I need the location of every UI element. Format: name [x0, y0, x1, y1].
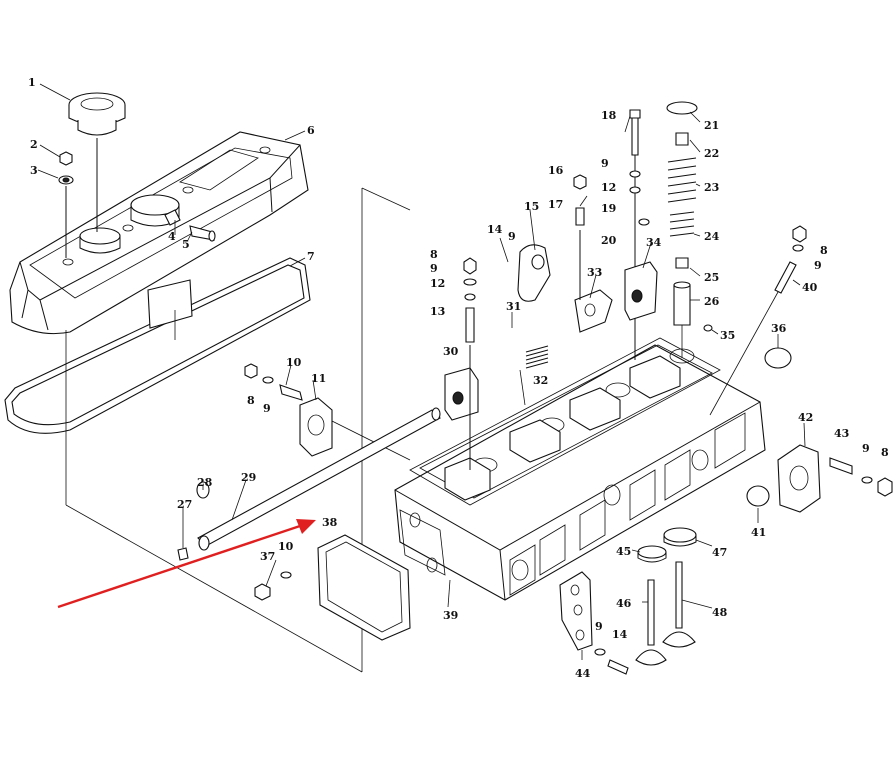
- cover-gasket: [4, 257, 311, 434]
- callout-8: 8: [247, 394, 255, 407]
- callout-14: 14: [487, 223, 503, 236]
- valve-train: [624, 101, 698, 360]
- callout-42: 42: [798, 411, 813, 424]
- lifting-bracket: [559, 571, 629, 675]
- callout-3: 3: [30, 164, 38, 177]
- callout-4: 4: [168, 230, 176, 243]
- callout-9: 9: [263, 402, 271, 415]
- callout-8b: 8: [430, 248, 438, 261]
- callout-47: 47: [712, 546, 727, 559]
- callout-37: 37: [260, 550, 275, 563]
- callout-30: 30: [443, 345, 459, 358]
- callout-10: 10: [286, 356, 302, 369]
- rocker-arm: [517, 174, 613, 333]
- callout-23: 23: [704, 181, 719, 194]
- callout-35: 35: [720, 329, 735, 342]
- manifold-gasket-right: [777, 444, 893, 513]
- callout-26: 26: [704, 295, 720, 308]
- rocker-stud: [444, 257, 479, 470]
- callout-22: 22: [704, 147, 719, 160]
- callout-19: 19: [601, 202, 616, 215]
- end-plate-gasket: [317, 534, 411, 641]
- callout-5: 5: [182, 238, 190, 251]
- rocker-shaft: [177, 407, 441, 561]
- callout-32: 32: [533, 374, 548, 387]
- callout-16: 16: [548, 164, 564, 177]
- exhaust-stud: [709, 225, 807, 416]
- callout-8c: 8: [820, 244, 828, 257]
- callout-12: 12: [430, 277, 445, 290]
- valves: [635, 527, 697, 666]
- callout-45: 45: [616, 545, 631, 558]
- callout-39: 39: [443, 609, 458, 622]
- callout-9d: 9: [601, 157, 609, 170]
- callout-29: 29: [241, 471, 256, 484]
- callout-24: 24: [704, 230, 720, 243]
- callout-38: 38: [322, 516, 338, 529]
- callout-43: 43: [834, 427, 849, 440]
- callout-labels: 1 2 3 4 5 6 7 8 9 10 11 12 13 14 15 16 1…: [28, 76, 889, 680]
- rocker-spring: [525, 345, 549, 369]
- callout-12b: 12: [601, 181, 616, 194]
- callout-33: 33: [587, 266, 602, 279]
- callout-6: 6: [307, 124, 315, 137]
- leader-lines: [37, 83, 806, 660]
- callout-46: 46: [616, 597, 632, 610]
- callout-48: 48: [712, 606, 728, 619]
- core-plug: [764, 347, 792, 369]
- callout-2: 2: [30, 138, 38, 151]
- pointer-arrow: [57, 519, 316, 609]
- valve-cover: [9, 131, 309, 335]
- callout-15: 15: [524, 200, 539, 213]
- callout-9g: 9: [595, 620, 603, 633]
- manifold-stud-left: [244, 363, 333, 457]
- callout-41: 41: [751, 526, 766, 539]
- callout-25: 25: [704, 271, 719, 284]
- callout-44: 44: [575, 667, 591, 680]
- filler-cap: [68, 92, 126, 232]
- breather-pipe: [164, 209, 216, 242]
- callout-31: 31: [506, 300, 521, 313]
- cover-nut: [58, 151, 74, 258]
- callout-28: 28: [197, 476, 213, 489]
- cover-bracket: [147, 279, 193, 329]
- callout-34: 34: [646, 236, 662, 249]
- callout-10b: 10: [278, 540, 294, 553]
- callout-18: 18: [601, 109, 617, 122]
- callout-27: 27: [177, 498, 192, 511]
- callout-17: 17: [548, 198, 563, 211]
- callout-14b: 14: [612, 628, 628, 641]
- callout-7: 7: [307, 250, 315, 263]
- callout-21: 21: [704, 119, 719, 132]
- callout-8d: 8: [881, 446, 889, 459]
- callout-9f: 9: [862, 442, 870, 455]
- callout-1: 1: [28, 76, 36, 89]
- end-plate-bolt: [254, 583, 271, 601]
- callout-13: 13: [430, 305, 445, 318]
- callout-9e: 9: [814, 259, 822, 272]
- cylinder-head: [394, 337, 766, 601]
- callout-9c: 9: [508, 230, 516, 243]
- callout-11: 11: [311, 372, 326, 385]
- callout-9b: 9: [430, 262, 438, 275]
- callout-40: 40: [802, 281, 818, 294]
- callout-20: 20: [601, 234, 617, 247]
- seal-ring: [746, 485, 770, 507]
- callout-36: 36: [771, 322, 787, 335]
